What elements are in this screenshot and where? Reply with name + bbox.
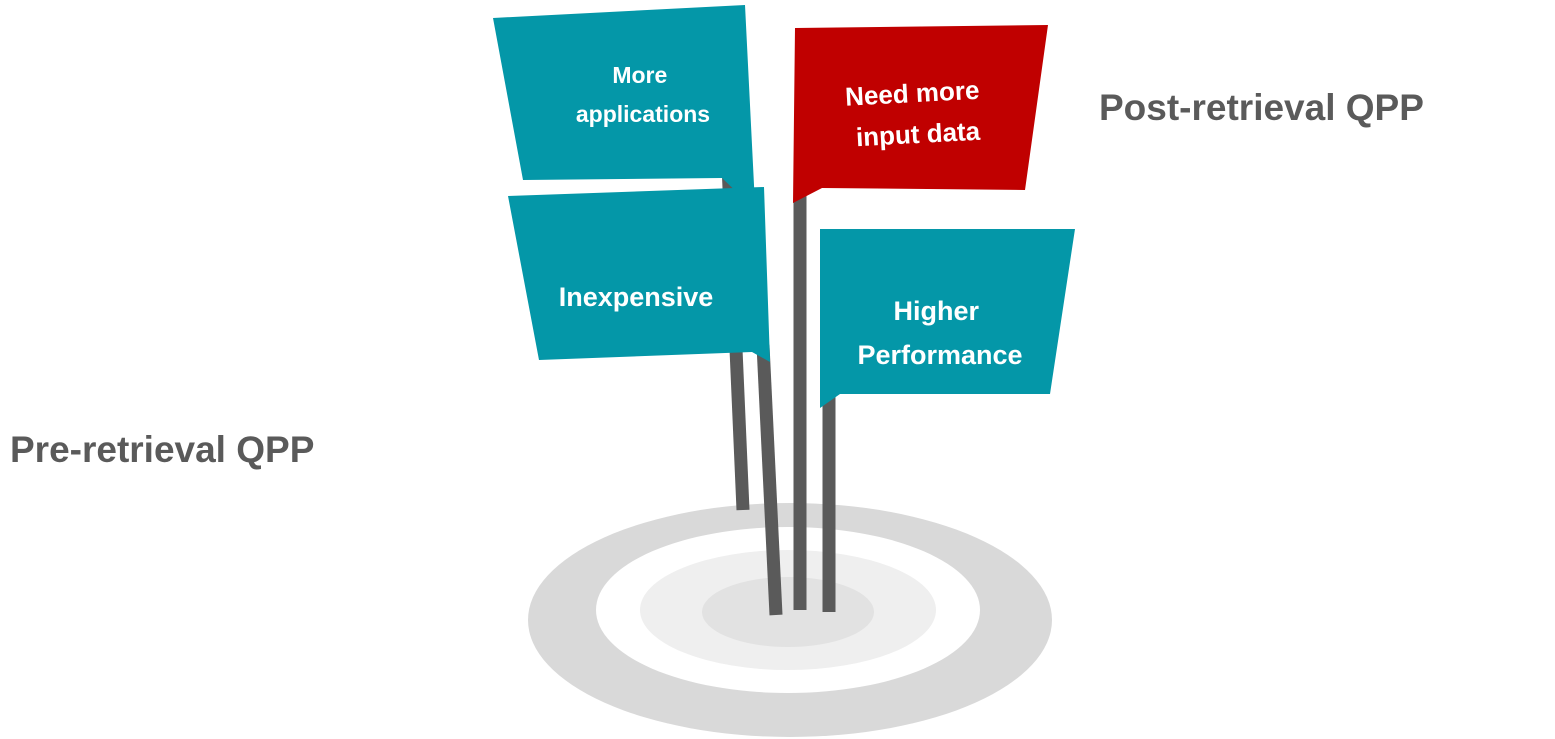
flag-more-applications-line-1: More bbox=[612, 62, 667, 88]
flag-inexpensive: Inexpensive bbox=[508, 187, 770, 362]
flag-need-more-input-line-1: Need more bbox=[844, 75, 980, 112]
flag-need-more-input: Need more input data bbox=[793, 25, 1048, 203]
flag-higher-performance-line-2: Performance bbox=[857, 340, 1022, 370]
pre-retrieval-label: Pre-retrieval QPP bbox=[10, 429, 315, 470]
flag-higher-performance-shape bbox=[820, 229, 1075, 408]
target bbox=[528, 503, 1052, 737]
flag-more-applications-line-2: applications bbox=[576, 101, 710, 127]
pole-inexpensive bbox=[756, 344, 783, 616]
flag-more-applications-shape bbox=[493, 5, 755, 205]
flag-need-more-input-line-2: input data bbox=[855, 116, 981, 152]
flag-inexpensive-line-1: Inexpensive bbox=[559, 282, 714, 312]
target-bullseye bbox=[702, 577, 874, 647]
flag-inexpensive-shape bbox=[508, 187, 770, 362]
flag-need-more-input-text: Need more input data bbox=[844, 74, 989, 152]
flag-more-applications: More applications bbox=[493, 5, 755, 205]
flag-higher-performance-text: Higher Performance bbox=[857, 296, 1022, 370]
flag-higher-performance-line-1: Higher bbox=[893, 296, 979, 326]
post-retrieval-label: Post-retrieval QPP bbox=[1099, 87, 1424, 128]
flag-inexpensive-text: Inexpensive bbox=[559, 282, 714, 312]
flag-more-applications-text: More applications bbox=[576, 62, 710, 127]
flag-higher-performance: Higher Performance bbox=[820, 229, 1075, 408]
flag-need-more-input-shape bbox=[793, 25, 1048, 203]
